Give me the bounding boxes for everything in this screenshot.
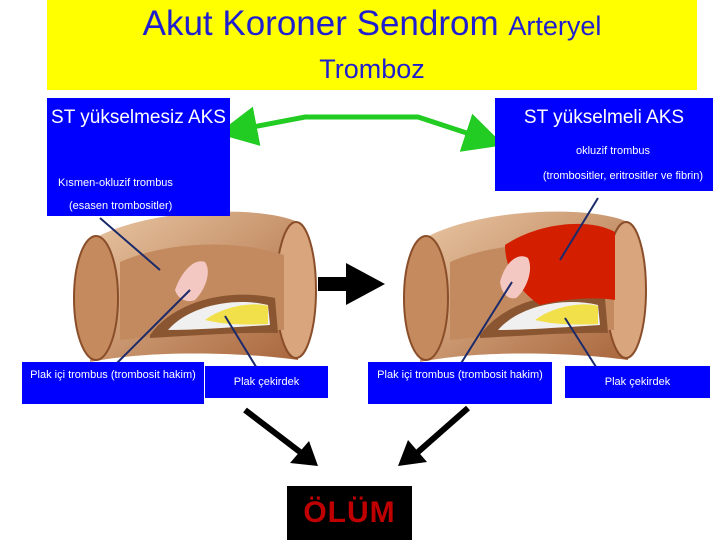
title-banner: Akut Koroner Sendrom Arteryel Tromboz — [47, 0, 697, 90]
pointer-line — [224, 315, 259, 371]
arrow-to-outcome-left — [243, 407, 318, 466]
left-artery-illustration — [73, 211, 317, 362]
title-line-2: Tromboz — [319, 54, 425, 84]
title-line-1: Akut Koroner Sendrom Arteryel — [142, 4, 602, 43]
nstemi-title: ST yükselmesiz AKS — [51, 107, 226, 128]
pointer-line — [99, 217, 161, 271]
nstemi-subtitle-1: Kısmen-okluzif trombus — [58, 177, 173, 189]
stemi-subtitle-2: (trombositler, eritrositler ve fibrin) — [542, 170, 703, 182]
stemi-box: ST yükselmeli AKS okluzif trombus (tromb… — [495, 98, 713, 191]
arrow-to-outcome-right — [398, 405, 470, 466]
outcome-death-box: ÖLÜM — [287, 486, 412, 540]
nstemi-box: ST yükselmesiz AKS Kısmen-okluzif trombu… — [47, 98, 230, 216]
nstemi-subtitle-2: (esasen trombositler) — [69, 200, 173, 212]
stemi-title: ST yükselmeli AKS — [523, 107, 685, 128]
pointer-line — [114, 289, 191, 366]
center-arrow — [318, 263, 385, 305]
pointer-line — [559, 197, 599, 261]
right-artery-illustration — [403, 211, 647, 362]
pointer-line — [459, 281, 513, 366]
pointer-line — [564, 317, 599, 371]
green-double-arrow — [217, 106, 505, 152]
label-plaque-core-right: Plak çekirdek — [565, 366, 710, 398]
label-plaque-thrombus-left: Plak içi trombus (trombosit hakim) — [22, 362, 204, 404]
label-plaque-core-left: Plak çekirdek — [205, 366, 328, 398]
stemi-subtitle-1: okluzif trombus — [576, 145, 650, 157]
label-plaque-thrombus-right: Plak içi trombus (trombosit hakim) — [368, 362, 552, 404]
